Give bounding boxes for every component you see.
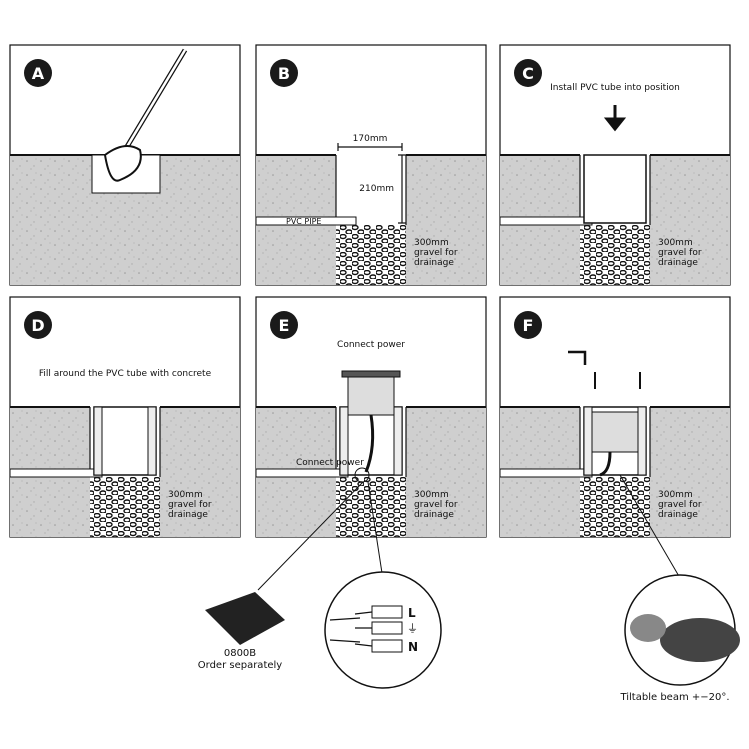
tube-wall-left (339, 406, 349, 476)
step-badge (24, 311, 52, 339)
leader-line-tilt (619, 474, 681, 579)
down-arrow-icon (603, 105, 627, 132)
connect-power-side: Connect power (296, 458, 364, 468)
gravel-label-2: gravel for (658, 248, 702, 258)
connector-note: Order separately (197, 660, 283, 671)
tube-wall-right (637, 406, 647, 476)
height-label: 210mm (359, 184, 394, 194)
gravel-label-1: 300mm (414, 490, 449, 500)
tilt-caption: Tiltable beam +−20°. (620, 692, 730, 703)
shovel-icon (103, 145, 142, 182)
tube-wall-left (93, 406, 103, 476)
leader-line-connector (257, 481, 364, 591)
terminal (371, 639, 403, 653)
tube-wall-right (393, 406, 403, 476)
pvc-pipe (255, 468, 349, 478)
gravel (90, 477, 160, 537)
tube-wall-right (147, 406, 157, 476)
step-caption: Fill around the PVC tube with concrete (39, 369, 212, 379)
gravel-label-1: 300mm (658, 490, 693, 500)
connection-point (354, 467, 370, 483)
allen-key-icon (568, 350, 587, 365)
gravel (336, 225, 406, 285)
terminal (371, 621, 403, 635)
gravel-label-3: drainage (414, 258, 454, 268)
gravel-label-3: drainage (658, 258, 698, 268)
hole-edges (579, 407, 651, 477)
hand-photo (630, 614, 666, 642)
light-fixture (347, 374, 395, 416)
connector-code: 0800B (223, 648, 257, 659)
leader-line-wiring (367, 481, 383, 574)
step-letter: D (31, 316, 44, 335)
power-cable (364, 414, 375, 473)
gravel-label-2: gravel for (658, 500, 702, 510)
pipe-label: PVC PIPE (286, 217, 322, 226)
junction-box-icon (205, 592, 285, 645)
gravel-label-3: drainage (414, 510, 454, 520)
pvc-tube (93, 406, 157, 476)
step-letter: A (32, 64, 45, 83)
hole-edges (335, 155, 407, 225)
fixture-bezel (341, 370, 401, 378)
tube-wall-left (583, 406, 593, 476)
gravel-label-3: drainage (658, 510, 698, 520)
live-label: L (408, 606, 416, 620)
wires (329, 611, 373, 647)
width-label: 170mm (353, 134, 388, 144)
pvc-pipe (255, 216, 357, 226)
step-letter: F (523, 316, 534, 335)
shovel-handle-inner (123, 49, 187, 151)
tilt-detail (624, 574, 740, 686)
step-letter: E (279, 316, 290, 335)
hole-edges (89, 407, 161, 477)
panel-a: A (9, 44, 241, 286)
screw-icon (594, 372, 641, 389)
step-badge (24, 59, 52, 87)
gravel-label-2: gravel for (414, 500, 458, 510)
pvc-pipe (499, 216, 593, 226)
terminal (371, 605, 403, 619)
step-badge (270, 311, 298, 339)
step-caption: Connect power (337, 340, 405, 350)
step-badge (514, 59, 542, 87)
dimension-lines (337, 143, 406, 224)
gravel-label-2: gravel for (414, 248, 458, 258)
power-cable (599, 451, 612, 477)
gravel-label-3: drainage (168, 510, 208, 520)
pvc-pipe (9, 468, 103, 478)
step-caption: Install PVC tube into position (550, 83, 680, 93)
gravel-label-1: 300mm (658, 238, 693, 248)
gravel-label-2: gravel for (168, 500, 212, 510)
light-fixture (591, 411, 639, 453)
gravel-label-1: 300mm (414, 238, 449, 248)
pvc-pipe (499, 468, 593, 478)
gravel (580, 477, 650, 537)
gravel (580, 225, 650, 285)
hole (336, 153, 406, 225)
wiring-detail: L ⏚ N (324, 571, 442, 689)
neutral-label: N (408, 640, 418, 654)
step-letter: C (522, 64, 534, 83)
earth-label: ⏚ (407, 622, 418, 635)
step-letter: B (278, 64, 290, 83)
step-badge (270, 59, 298, 87)
fixture-photo (660, 618, 740, 662)
hole-edges (335, 407, 407, 477)
gravel-label-1: 300mm (168, 490, 203, 500)
pvc-tube (583, 154, 647, 224)
gravel (336, 477, 406, 537)
step-badge (514, 311, 542, 339)
hole-edges (579, 155, 651, 225)
